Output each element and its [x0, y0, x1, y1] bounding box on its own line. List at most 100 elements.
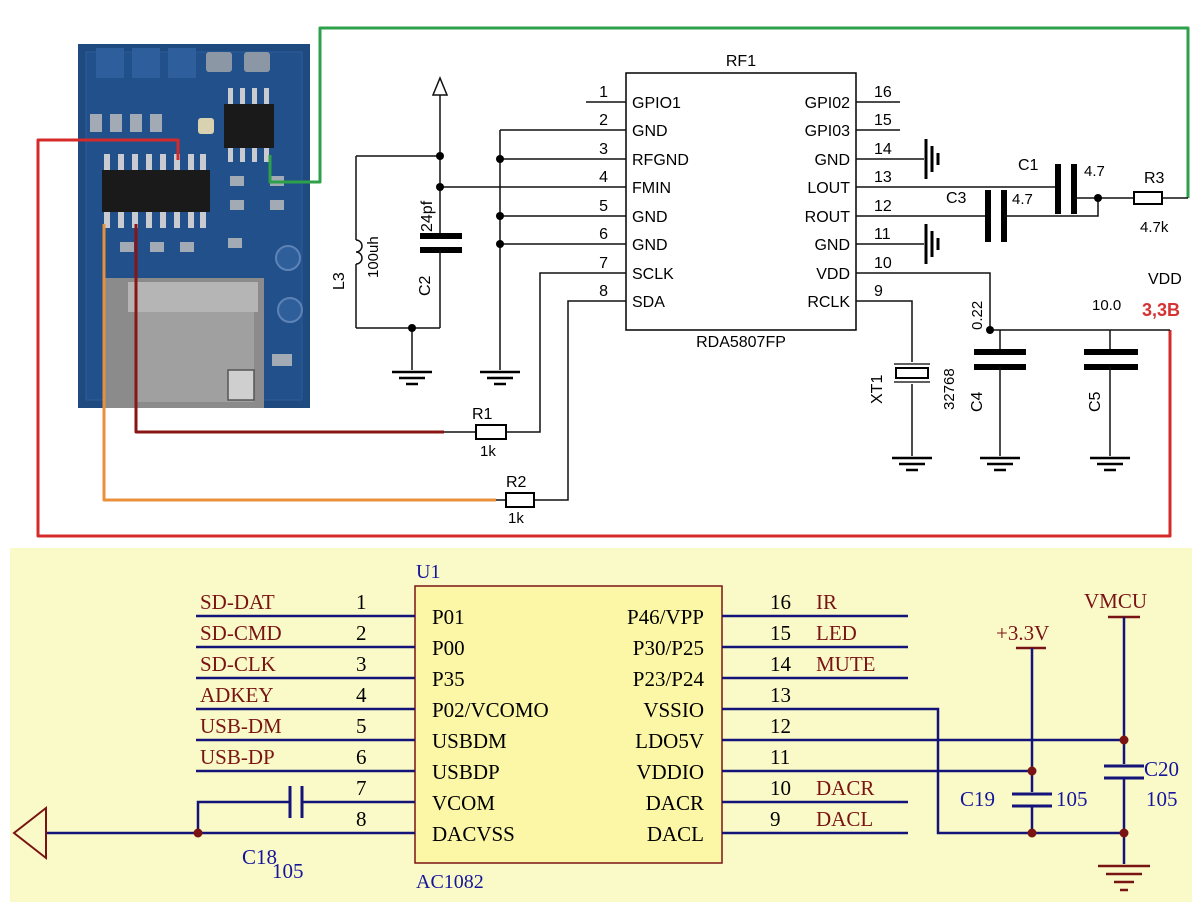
rf1-pin-15-num: 15	[874, 112, 892, 129]
u1-pin-6-num: 6	[356, 745, 367, 769]
rf1-pin-15-name: GPI03	[805, 123, 850, 140]
rf1-pin-14-num: 14	[874, 141, 892, 158]
xt1-value: 32768	[941, 368, 958, 410]
mp3-board-photo	[78, 44, 310, 408]
u1-pin-9-num: 9	[770, 807, 781, 831]
rf1-pin-13-num: 13	[874, 169, 892, 186]
u1-part: AC1082	[416, 871, 484, 893]
net-adkey: ADKEY	[200, 683, 274, 707]
antenna-arrow	[431, 76, 449, 156]
c19-c20-network: +3.3V C19 105 VMCU C20 105	[810, 589, 1179, 892]
u1-pin-4-name: P02/VCOMO	[432, 698, 549, 722]
c5-value: 10.0	[1092, 297, 1121, 314]
net-usb-dm: USB-DM	[200, 714, 282, 738]
u1-pin-8-num: 8	[356, 807, 367, 831]
c1-ref: C1	[1018, 157, 1039, 174]
r1-ref: R1	[472, 406, 493, 423]
c1-value: 4.7	[1084, 163, 1105, 180]
rf1-pin-9-name: RCLK	[807, 294, 850, 311]
c3-value: 4.7	[1012, 191, 1033, 208]
rf1-pin-12-name: ROUT	[805, 209, 851, 226]
u1-pin-1-name: P01	[432, 605, 465, 629]
rf1-right-network: C1 4.7 C3 4.7 R3 4.7k VDD 3,3B C4 0.22	[869, 137, 1188, 472]
rf1-pin-11-name: GND	[814, 237, 850, 254]
rda5807fp-chip: RF1 RDA5807FP 1 2 3 4 5 6 7 8 GPIO1	[586, 53, 900, 351]
rf1-pin-14-name: GND	[814, 152, 850, 169]
rf1-pin-4-num: 4	[599, 169, 608, 186]
connection-wires	[36, 26, 1190, 538]
c5-ref: C5	[1087, 391, 1104, 412]
rf1-pin-12-num: 12	[874, 198, 892, 215]
rf1-left-network: L3 100uh C2 24pf R1 1k R2 1k	[331, 76, 586, 527]
c2-ref: C2	[417, 275, 434, 296]
xt1-crystal	[895, 367, 929, 379]
ground-triangle-symbol	[12, 805, 47, 861]
rf1-pin-16-num: 16	[874, 84, 892, 101]
sd-card-slot-photo	[104, 278, 264, 408]
net-dacr: DACR	[816, 776, 874, 800]
u1-pin-7-name: VCOM	[432, 791, 495, 815]
rf1-pin-8-num: 8	[599, 283, 608, 300]
u1-pin-16-name: P46/VPP	[627, 605, 704, 629]
rf1-pin-1-num: 1	[599, 84, 608, 101]
u1-pin-12-num: 12	[770, 714, 791, 738]
u1-pin-5-name: USBDM	[432, 729, 507, 753]
u1-pin-11-num: 11	[770, 745, 790, 769]
green-wire	[268, 26, 1190, 198]
vdd-value: 3,3B	[1142, 300, 1180, 320]
r2-resistor	[505, 492, 535, 508]
c18-value: 105	[272, 859, 304, 883]
net-sd-dat: SD-DAT	[200, 590, 275, 614]
c20-value: 105	[1146, 787, 1178, 811]
rf1-pin-8-name: SDA	[632, 294, 665, 311]
rf1-pin-3-num: 3	[599, 141, 608, 158]
u1-pin-13-name: VSSIO	[643, 698, 704, 722]
u1-pin-3-name: P35	[432, 667, 465, 691]
rf1-ref: RF1	[726, 53, 756, 70]
rf1-part: RDA5807FP	[696, 334, 786, 351]
net-mute: MUTE	[816, 652, 876, 676]
u1-pin-2-name: P00	[432, 636, 465, 660]
c4-value: 0.22	[969, 301, 986, 330]
u1-pin-4-num: 4	[356, 683, 367, 707]
rf1-pin-11-num: 11	[874, 226, 891, 243]
c18-network: C18 105	[12, 786, 330, 883]
u1-pin-15-num: 15	[770, 621, 791, 645]
u1-pin-16-num: 16	[770, 590, 791, 614]
rf1-pin-2-num: 2	[599, 112, 608, 129]
u1-pin-13-num: 13	[770, 683, 791, 707]
net-sd-cmd: SD-CMD	[200, 621, 282, 645]
net-ir: IR	[816, 590, 837, 614]
l3-ref: L3	[331, 272, 348, 290]
dark-red-wire	[134, 224, 444, 434]
u1-pin-5-num: 5	[356, 714, 367, 738]
rf1-pin-5-name: GND	[632, 209, 668, 226]
r2-ref: R2	[506, 474, 527, 491]
vmcu-label: VMCU	[1084, 589, 1147, 613]
u1-pin-10-num: 10	[770, 776, 791, 800]
rf1-pin-5-num: 5	[599, 198, 608, 215]
u1-pin-15-name: P30/P25	[633, 636, 704, 660]
c18-ref: C18	[242, 845, 277, 869]
net-led: LED	[816, 621, 857, 645]
rf1-pin-10-name: VDD	[816, 266, 850, 283]
vdd-label: VDD	[1148, 271, 1182, 288]
rf1-pin-9-num: 9	[874, 283, 883, 300]
red-wire	[36, 138, 1172, 538]
orange-wire	[102, 224, 496, 502]
r3-resistor	[1133, 191, 1163, 205]
rf1-pin-6-num: 6	[599, 226, 608, 243]
c3-ref: C3	[946, 190, 967, 207]
rf1-pin-1-name: GPIO1	[632, 95, 681, 112]
l3-value: 100uh	[365, 236, 382, 278]
decoder-ic-photo	[102, 154, 210, 228]
c19-value: 105	[1056, 787, 1088, 811]
u1-pin-14-name: P23/P24	[633, 667, 705, 691]
c19-ref: C19	[960, 787, 995, 811]
c2-value: 24pf	[419, 200, 436, 232]
u1-pin-11-name: VDDIO	[636, 760, 704, 784]
net-dacl: DACL	[816, 807, 873, 831]
rf1-pin-16-name: GPI02	[805, 95, 850, 112]
rf1-pin-2-name: GND	[632, 123, 668, 140]
r1-value: 1k	[480, 443, 496, 460]
